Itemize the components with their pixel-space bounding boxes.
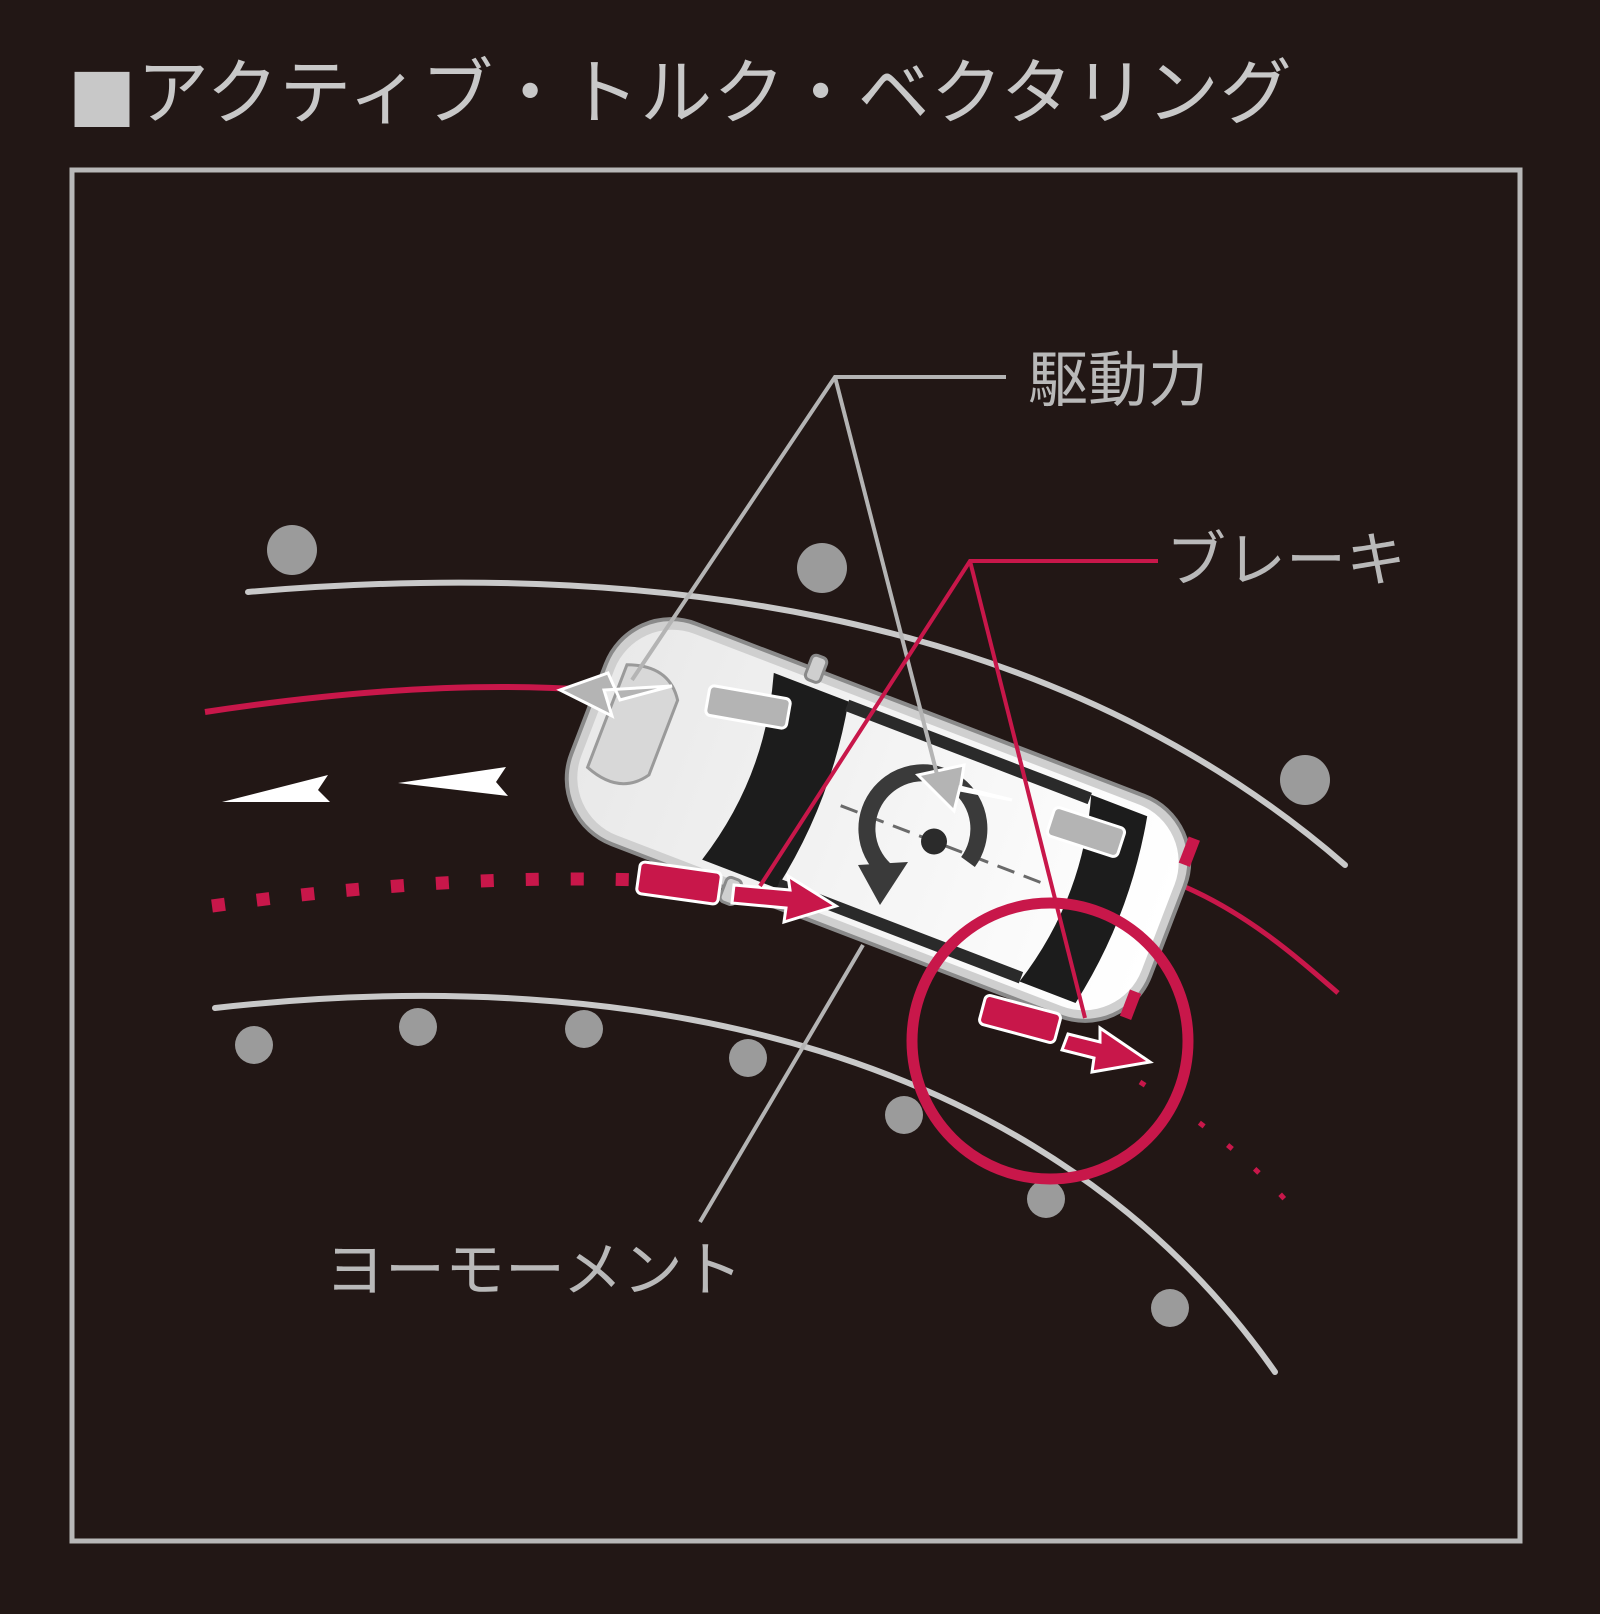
cone bbox=[729, 1039, 767, 1077]
cone bbox=[235, 1026, 273, 1064]
cone bbox=[1151, 1289, 1189, 1327]
direction-chevron-right bbox=[398, 767, 508, 796]
cone bbox=[399, 1008, 437, 1046]
cone bbox=[885, 1096, 923, 1134]
cone bbox=[565, 1010, 603, 1048]
cone bbox=[797, 543, 847, 593]
rear-wheel-dotted-path-continued bbox=[1140, 1082, 1290, 1205]
rear-wheel-dotted-path bbox=[212, 879, 640, 906]
front-wheel-path bbox=[205, 687, 590, 712]
yaw-moment-label: ヨーモーメント bbox=[325, 1236, 743, 1306]
diagram-title: ■アクティブ・トルク・ベクタリング bbox=[68, 48, 1293, 138]
car-top-view bbox=[541, 586, 1214, 1055]
cone bbox=[1027, 1180, 1065, 1218]
brake-arrow-rear bbox=[1062, 1028, 1150, 1072]
front-wheel-path-continued bbox=[1183, 886, 1338, 993]
drive-force-label: 駆動力 bbox=[1028, 346, 1208, 416]
yaw-moment-callout-line bbox=[700, 945, 863, 1222]
brake-label: ブレーキ bbox=[1166, 526, 1406, 596]
cone bbox=[267, 525, 317, 575]
direction-chevron-left bbox=[222, 775, 330, 802]
cone bbox=[1280, 755, 1330, 805]
